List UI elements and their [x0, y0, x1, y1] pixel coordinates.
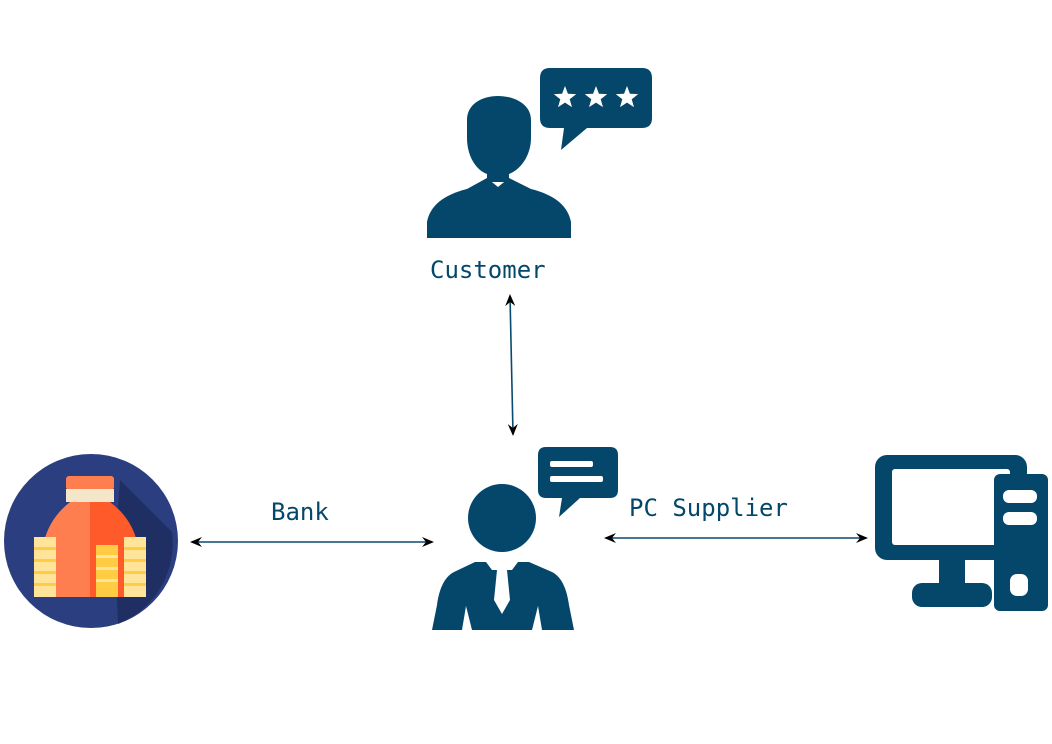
- review-stars-bubble-icon: [540, 68, 652, 150]
- coin-stack-right: [124, 537, 146, 597]
- chat-bubble-icon: [538, 447, 618, 517]
- business-person-icon: [432, 484, 574, 630]
- desktop-computer-icon: [875, 455, 1048, 611]
- money-bag-coins-icon: [4, 454, 178, 628]
- customer-person-icon: [427, 96, 571, 238]
- customer-label: Customer: [430, 256, 546, 284]
- coin-stack-middle: [96, 545, 118, 597]
- bank-label: Bank: [271, 498, 329, 526]
- coin-stack-left: [34, 537, 56, 597]
- customer-center-arrow: [505, 294, 518, 436]
- pc-supplier-label: PC Supplier: [629, 494, 788, 522]
